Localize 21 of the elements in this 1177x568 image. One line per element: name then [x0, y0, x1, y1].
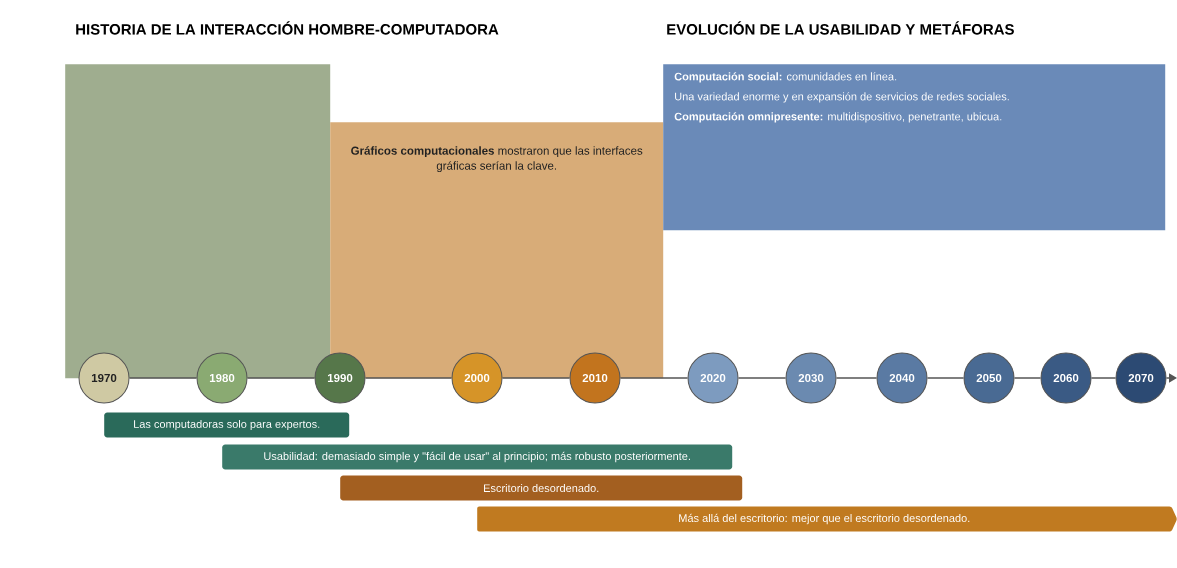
arrow [1165, 373, 1177, 383]
arrow-bar: Más allá del escritorio: mejor que el escritorio desordenado. [477, 506, 1177, 532]
text-line: Una variedad enorme y en expansión de servicios de redes sociales. [675, 92, 1009, 103]
timeline-bar: Escritorio desordenado. [340, 475, 743, 501]
timeline-line [1013, 377, 1042, 379]
timeline-line [737, 377, 787, 379]
heading: EVOLUCIÓN DE LA USABILIDAD Y METÁFORAS [667, 21, 1014, 35]
timeline-bar: Las computadoras solo para expertos. [104, 412, 350, 438]
timeline-bar: Usabilidad: demasiado simple y "fácil de usar" al principio; más robusto posteriormente. [222, 444, 733, 470]
text-line: Computación omnipresente: multidispositivo, penetrante, ubicua. [674, 112, 1002, 123]
timeline-line [364, 377, 453, 379]
timeline-line [619, 377, 689, 379]
timeline-line [835, 377, 878, 379]
timeline-line [926, 377, 965, 379]
timeline-line [501, 377, 571, 379]
era-band [663, 64, 1166, 231]
timeline-line [128, 377, 198, 379]
heading: HISTORIA DE LA INTERACCIÓN HOMBRE-COMPUTADORA [76, 21, 499, 35]
text-line: Computación social: comunidades en línea. [674, 72, 897, 83]
timeline-line [1090, 377, 1117, 379]
timeline-line [246, 377, 316, 379]
